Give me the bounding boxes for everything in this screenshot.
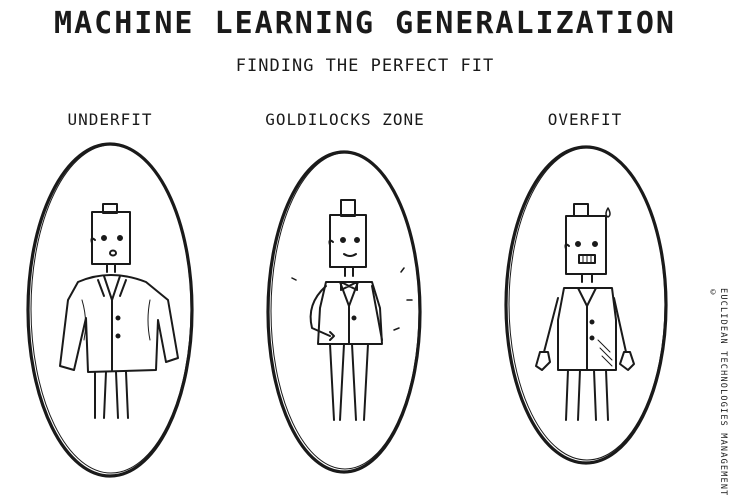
goldilocks-robot-figure <box>291 199 413 421</box>
comic-subtitle: FINDING THE PERFECT FIT <box>235 56 495 76</box>
underfit-robot-figure <box>59 203 179 419</box>
comic-title: MACHINE LEARNING GENERALIZATION <box>54 6 676 41</box>
goldilocks-panel <box>266 150 422 474</box>
overfit-panel <box>504 145 668 465</box>
underfit-panel <box>26 142 194 478</box>
artist-credit: EUCLIDEAN TECHNOLOGIES MANAGEMENT © <box>708 288 728 497</box>
underfit-oval-frame <box>26 142 194 478</box>
label-underfit: UNDERFIT <box>67 110 153 129</box>
goldilocks-oval-frame <box>266 150 422 474</box>
overfit-robot-figure <box>535 203 635 421</box>
overfit-oval-frame <box>504 145 668 465</box>
label-overfit: OVERFIT <box>547 110 623 129</box>
label-goldilocks: GOLDILOCKS ZONE <box>265 110 425 129</box>
